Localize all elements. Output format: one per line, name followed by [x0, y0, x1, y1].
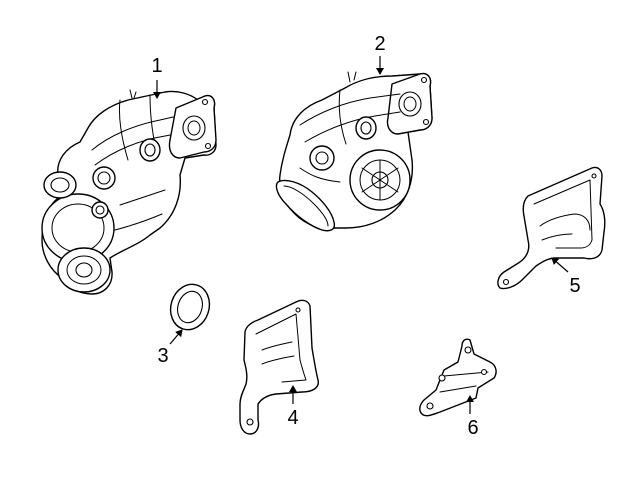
callout-1: 1 [151, 55, 162, 77]
leader-3 [169, 329, 183, 345]
callout-5: 5 [569, 275, 580, 297]
bracket[interactable] [419, 338, 497, 417]
callout-3: 3 [157, 345, 168, 367]
turbocharger-center[interactable] [275, 71, 433, 232]
callout-2: 2 [374, 33, 385, 55]
heat-shield-lower[interactable] [239, 299, 319, 435]
gasket-ring[interactable] [165, 279, 215, 334]
callout-4: 4 [287, 407, 298, 429]
callout-6: 6 [467, 417, 478, 439]
turbocharger-left[interactable] [41, 89, 217, 295]
leader-5 [551, 257, 569, 273]
heat-shield-right[interactable] [497, 166, 606, 290]
